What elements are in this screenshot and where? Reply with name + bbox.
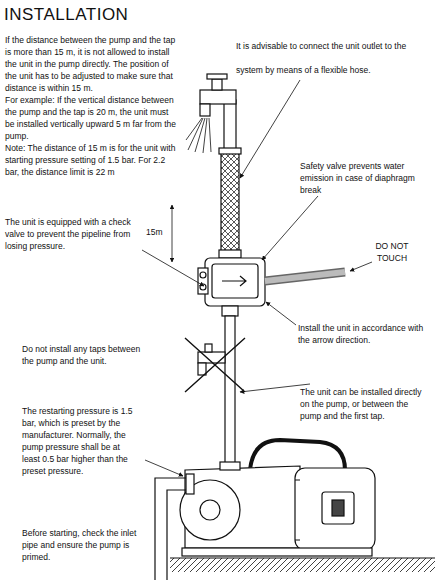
warning-label: DO NOT TOUCH xyxy=(368,240,416,264)
top-tap xyxy=(200,104,210,116)
inlet-pipe xyxy=(186,474,194,494)
pressure-control-unit xyxy=(198,268,208,294)
note-text: Install the unit in accordance with the … xyxy=(298,322,430,346)
dimension-value: 15m xyxy=(146,226,170,238)
top-tap xyxy=(200,74,236,152)
top-tap xyxy=(207,74,227,79)
note-text: The unit can be installed directly on th… xyxy=(300,386,430,422)
top-tap xyxy=(224,100,236,152)
dimension-line xyxy=(172,205,173,262)
note-text: For example: If the vertical distance be… xyxy=(5,94,177,142)
top-tap xyxy=(212,79,222,90)
pump xyxy=(180,440,375,556)
note-text: Before starting, check the inlet pipe an… xyxy=(22,527,147,563)
outlet-pipe xyxy=(225,316,235,466)
page-title: INSTALLATION xyxy=(4,5,128,25)
pump xyxy=(200,500,220,520)
pressure-control-unit xyxy=(222,276,246,286)
water-spray xyxy=(186,118,211,153)
forbidden-tap xyxy=(185,338,245,392)
ground xyxy=(170,557,435,558)
flexible-hose xyxy=(219,148,241,154)
leader-lines xyxy=(266,302,296,325)
leader-lines xyxy=(240,384,310,392)
pressure-control-unit xyxy=(212,264,258,298)
pump xyxy=(295,468,375,550)
forbidden-tap xyxy=(185,338,245,392)
pressure-control-unit xyxy=(205,258,265,306)
pump xyxy=(182,548,372,556)
note-text: Do not install any taps between the pump… xyxy=(22,343,147,367)
top-tap xyxy=(200,90,236,104)
pressure-control-unit xyxy=(222,306,238,316)
leader-lines xyxy=(262,196,318,260)
dimension-line xyxy=(172,205,173,262)
ground xyxy=(170,558,435,572)
pump xyxy=(322,492,354,524)
installation-illustration xyxy=(142,74,435,580)
forbidden-tap xyxy=(205,344,212,352)
water-spray xyxy=(186,118,211,153)
pressure-control-unit xyxy=(200,284,206,290)
flexible-hose xyxy=(219,250,241,258)
leader-lines xyxy=(240,80,300,178)
outlet-pipe xyxy=(225,316,235,466)
note-text: Safety valve prevents water emission in … xyxy=(300,160,428,196)
note-text: Note: The distance of 15 m is for the un… xyxy=(5,142,177,178)
cable xyxy=(265,272,345,281)
note-text: It is advisable to connect the unit outl… xyxy=(236,34,432,82)
cable xyxy=(265,272,345,281)
pressure-control-unit xyxy=(198,258,265,316)
note-text: If the distance between the pump and the… xyxy=(5,34,177,94)
leader-lines xyxy=(145,460,183,476)
pump xyxy=(295,480,300,540)
pump xyxy=(220,462,240,470)
note-text: The unit is equipped with a check valve … xyxy=(5,216,140,252)
pressure-control-unit xyxy=(200,272,206,278)
flexible-hose xyxy=(221,150,239,255)
flexible-hose xyxy=(219,148,241,258)
forbidden-tap xyxy=(198,363,206,375)
leader-lines xyxy=(350,262,372,271)
ground xyxy=(170,558,435,572)
note-text: The restarting pressure is 1.5 bar, whic… xyxy=(22,405,140,477)
leader-lines xyxy=(142,250,204,286)
cable xyxy=(265,272,345,281)
pump xyxy=(332,500,344,516)
